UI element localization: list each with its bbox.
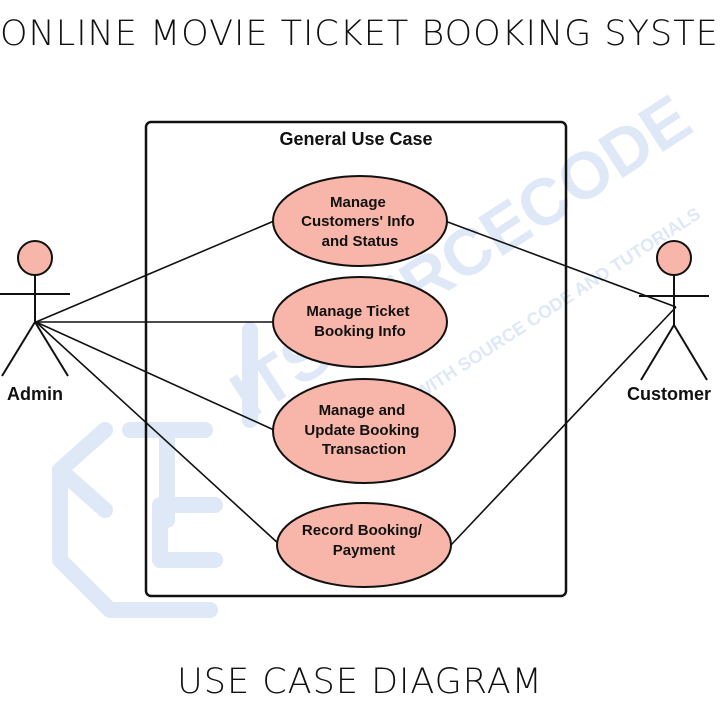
use-case-label-line: Manage Ticket — [306, 303, 409, 320]
use-case-label: Manage and Update Booking Transaction — [304, 402, 423, 458]
use-case-ellipse — [276, 502, 452, 588]
use-case-label-line: Customers' Info — [301, 213, 415, 230]
actor-label-customer: Customer — [627, 384, 711, 404]
use-case-label: Manage Ticket Booking Info — [306, 303, 413, 340]
use-case-label-line: Manage and — [319, 402, 406, 419]
diagram-footer-label: USE CASE DIAGRAM — [177, 662, 543, 702]
actor-left-leg — [640, 324, 675, 381]
use-case-label-line: and Status — [322, 233, 399, 250]
watermark-logo-mark — [52, 322, 258, 618]
actor-right-leg — [34, 321, 69, 377]
use-case-label-line: Update Booking — [304, 422, 419, 439]
associations — [35, 220, 677, 546]
use-case-ellipse — [272, 276, 448, 368]
use-case-uc3: Manage and Update Booking Transaction — [272, 378, 456, 484]
association-admin-uc1 — [35, 220, 275, 323]
use-case-ellipse — [272, 175, 448, 267]
actor-label-admin: Admin — [7, 384, 63, 404]
actor-left-leg — [1, 321, 36, 377]
use-case-label-line: Payment — [333, 542, 396, 559]
actor-right-leg — [673, 324, 708, 381]
use-case-uc1: Manage Customers' Info and Status — [272, 175, 448, 267]
association-customer-uc4 — [450, 306, 677, 546]
use-case-label-line: Booking Info — [314, 323, 406, 340]
use-case-label: Record Booking/ Payment — [302, 522, 426, 559]
actor-admin — [0, 240, 70, 377]
diagram-title: ONLINE MOVIE TICKET BOOKING SYSTEM — [0, 14, 720, 54]
system-boundary — [144, 120, 568, 598]
use-case-label-line: Record Booking/ — [302, 522, 423, 539]
use-case-label: Manage Customers' Info and Status — [301, 194, 419, 250]
actor-customer — [639, 240, 709, 381]
actor-head — [656, 240, 692, 276]
use-case-label-line: Transaction — [322, 441, 406, 458]
system-boundary-label: General Use Case — [279, 129, 432, 149]
use-case-ellipse — [272, 378, 456, 484]
use-case-label-line: Manage — [330, 194, 386, 211]
use-case-uc2: Manage Ticket Booking Info — [272, 276, 448, 368]
association-customer-uc1 — [444, 220, 677, 308]
actor-head — [17, 240, 53, 276]
use-case-uc4: Record Booking/ Payment — [276, 502, 452, 588]
association-admin-uc4 — [35, 321, 281, 546]
association-admin-uc3 — [35, 321, 275, 431]
